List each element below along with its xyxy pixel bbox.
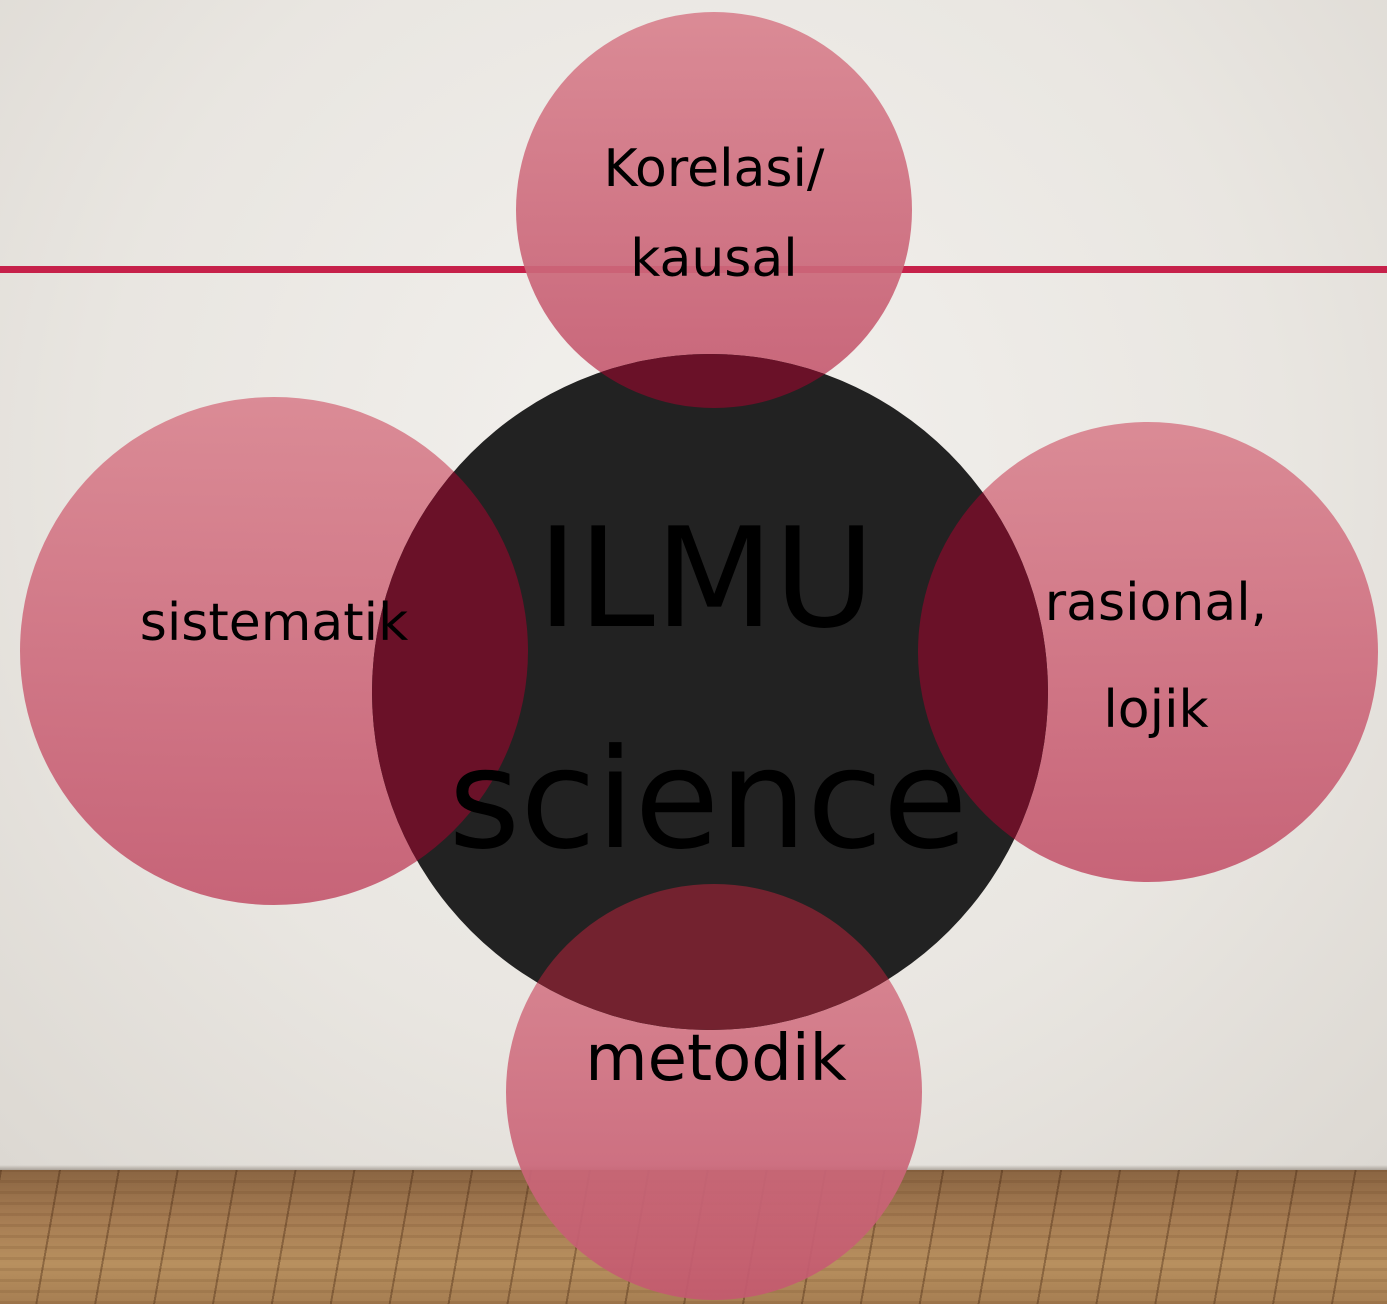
bottom-label: metodik [585, 1022, 846, 1096]
overlap-bottom [506, 884, 922, 1030]
circle-center [372, 354, 1048, 1030]
top-label-line2: kausal [630, 229, 797, 289]
center-label-line2: science [448, 719, 967, 880]
left-label: sistematik [140, 593, 408, 653]
circle-top [516, 12, 912, 408]
right-label-line1: rasional, [1045, 573, 1267, 633]
center-label-line1: ILMU [537, 498, 875, 659]
right-label-line2: lojik [1103, 680, 1208, 740]
top-label-line1: Korelasi/ [604, 139, 825, 199]
